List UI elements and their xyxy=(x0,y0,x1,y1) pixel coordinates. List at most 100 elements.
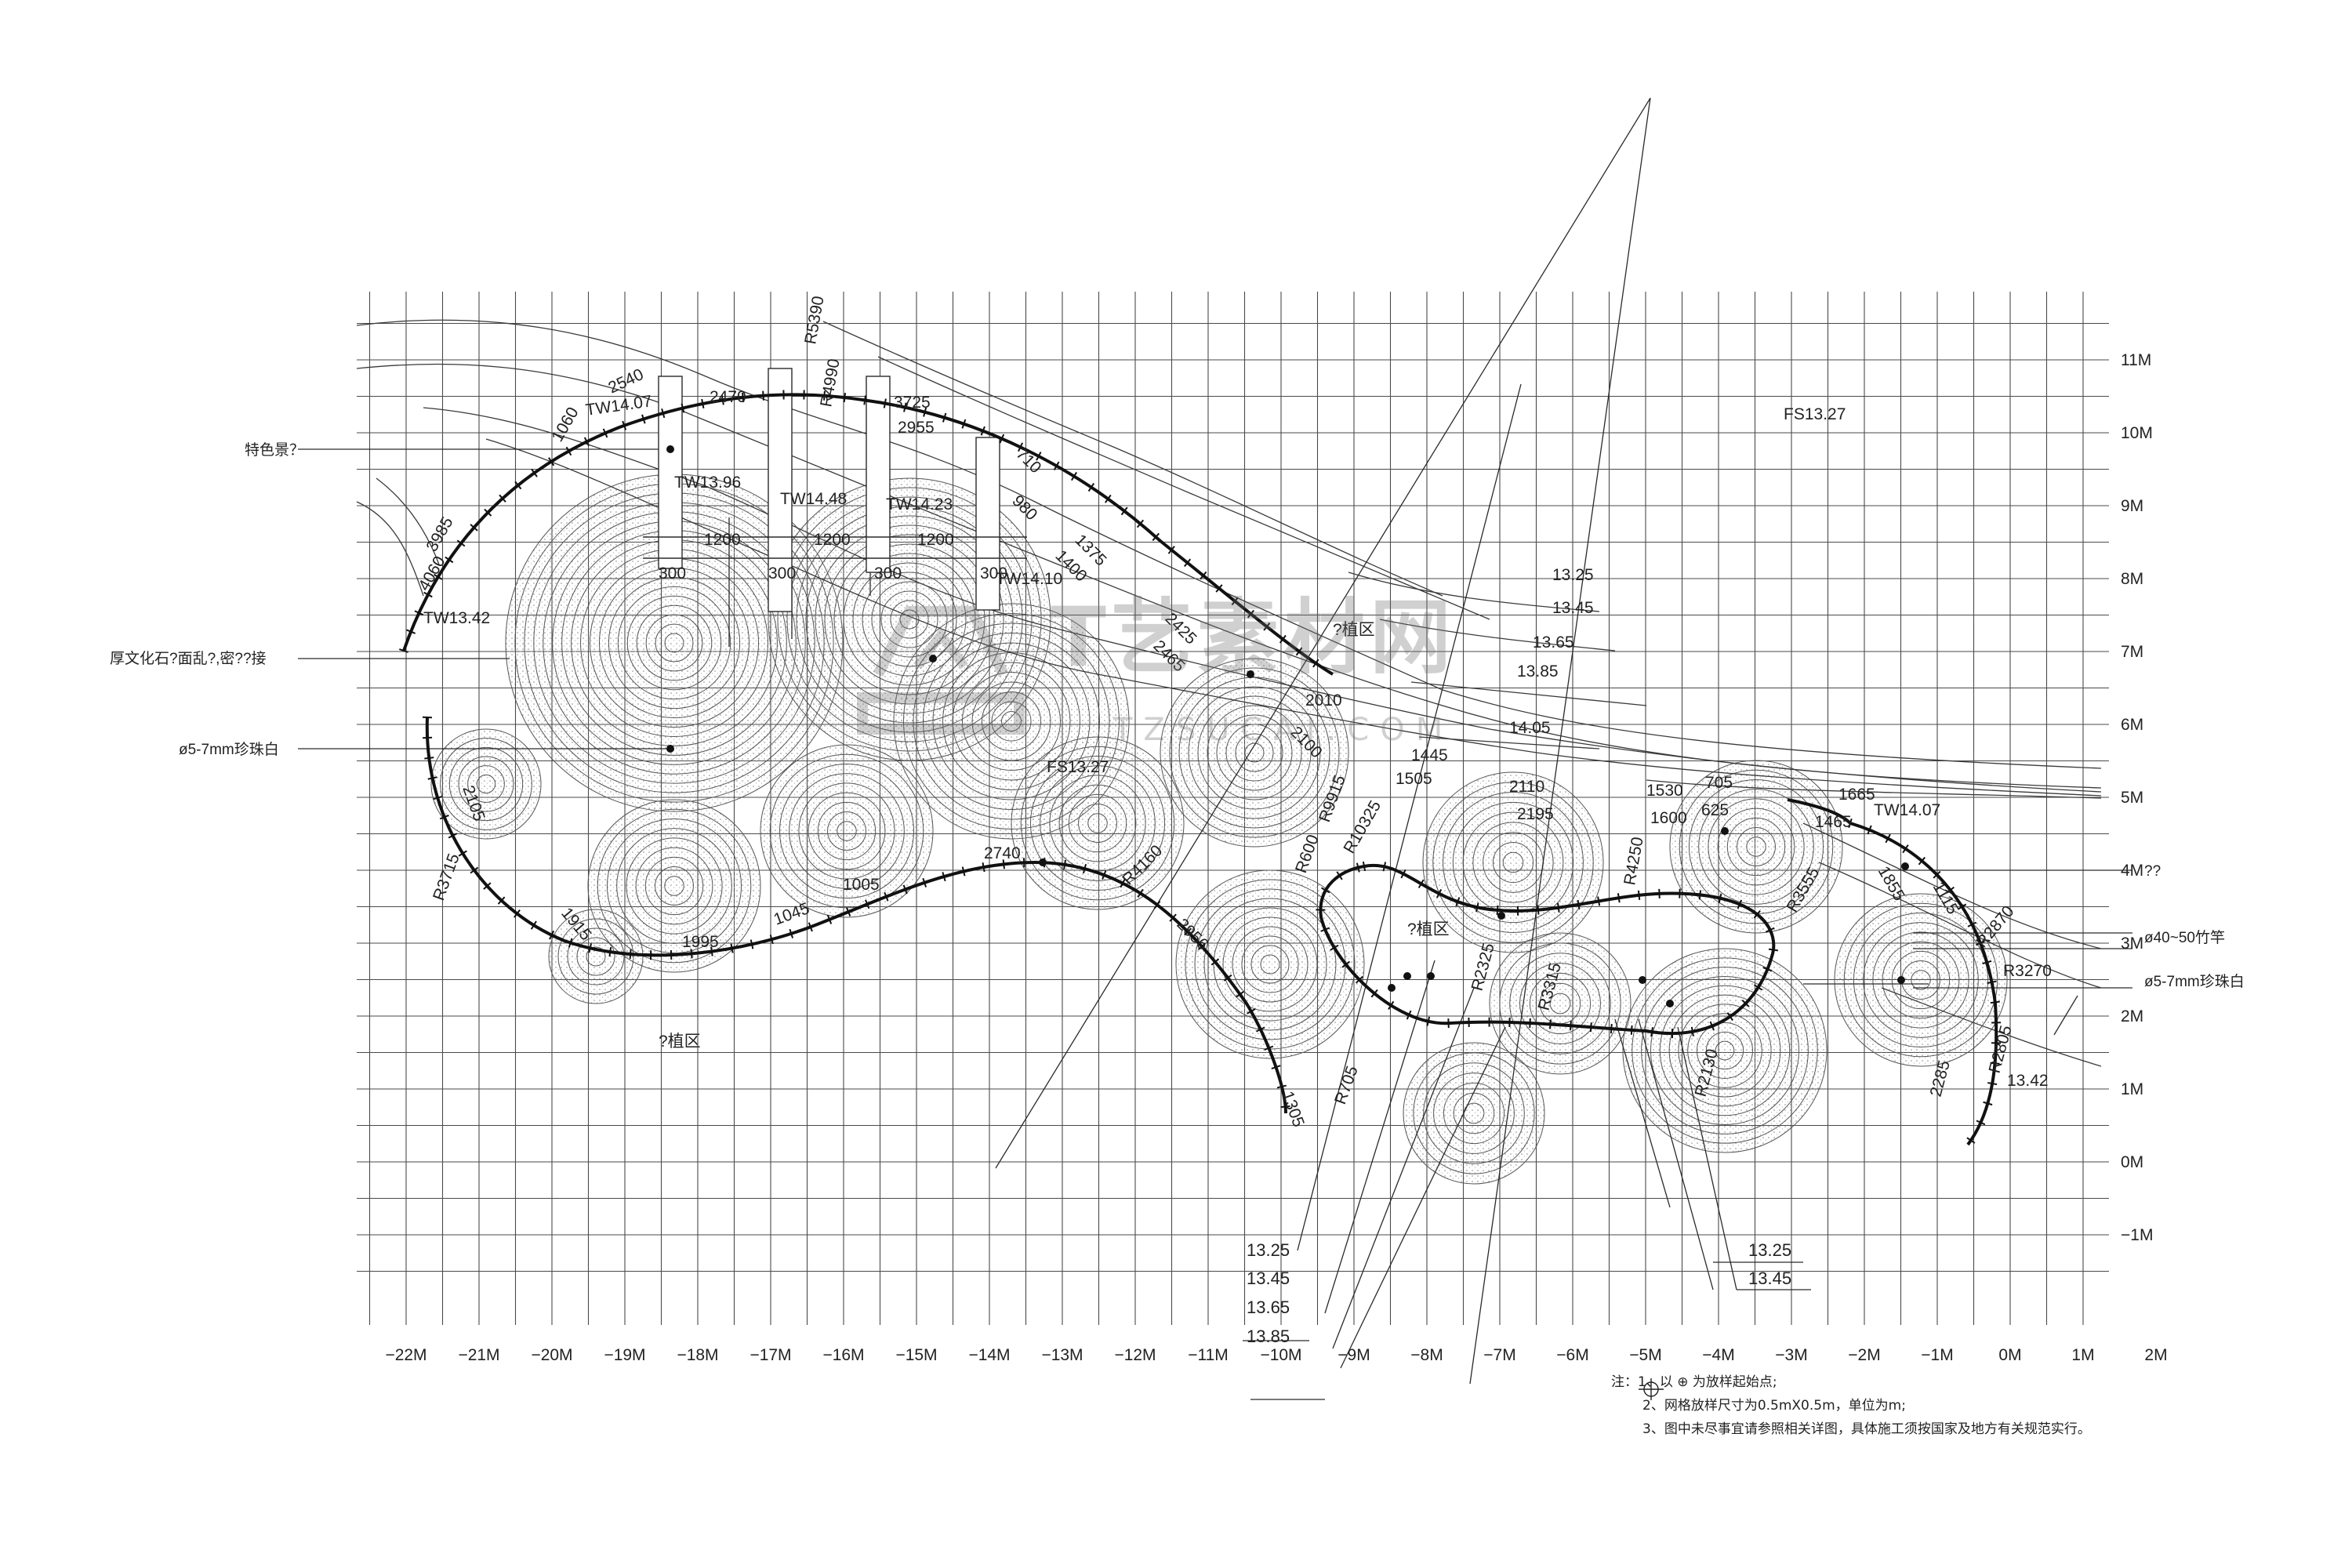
edge-tick xyxy=(942,872,946,882)
contour-ring xyxy=(1492,841,1534,884)
edge-tick xyxy=(1577,899,1581,909)
x-axis-label: −4M xyxy=(1702,1346,1734,1364)
edge-tick xyxy=(1184,927,1192,936)
x-axis-label: −12M xyxy=(1114,1346,1156,1364)
dimension-label: R10325 xyxy=(1340,797,1385,856)
contour-ring xyxy=(952,662,1071,781)
dimension-label: R3715 xyxy=(430,851,463,903)
contour-ring xyxy=(1020,746,1175,901)
dimension-label: 1465 xyxy=(1815,813,1852,831)
dimension-label: TW14.23 xyxy=(886,495,953,514)
edge-tick xyxy=(1975,940,1985,946)
callout-bl-3: 13.65 xyxy=(1247,1298,1290,1317)
note-1-suffix: 为放样起始点; xyxy=(1692,1374,1777,1390)
edge-tick xyxy=(1137,888,1144,898)
contour-ring xyxy=(1853,912,1989,1048)
contour-ring xyxy=(1413,1052,1535,1174)
note-1-prefix: 注：1、以 xyxy=(1611,1374,1673,1390)
edge-tick xyxy=(1271,1065,1281,1069)
edge-tick xyxy=(961,419,967,429)
contour-ring xyxy=(557,918,634,995)
contour-ring xyxy=(798,782,895,880)
dimension-label: R4990 xyxy=(817,358,843,408)
dimension-label: 3985 xyxy=(423,514,456,555)
edge-tick xyxy=(1726,1012,1733,1022)
contour-ring xyxy=(1549,993,1571,1014)
edge-tick xyxy=(583,437,590,447)
dimension-label: 4060 xyxy=(415,554,448,594)
edge-tick xyxy=(1120,506,1128,516)
dimension-label: 13.45 xyxy=(1552,599,1594,617)
edge-tick xyxy=(1388,1000,1395,1010)
planting-fill xyxy=(760,745,933,917)
dimension-label: 1045 xyxy=(771,899,812,929)
edge-tick xyxy=(762,390,764,401)
edge-tick xyxy=(769,935,774,945)
contour-ring xyxy=(827,811,866,851)
callout-right-2: ø40~50竹竿 xyxy=(2144,929,2225,946)
contour-ring xyxy=(1068,793,1127,853)
y-axis-label: 11M xyxy=(2121,351,2151,369)
edge-tick xyxy=(980,426,985,436)
edge-tick xyxy=(1223,974,1232,982)
callout-right-3: ø5-7mm珍珠白 xyxy=(2144,973,2245,990)
y-axis-label: 2M xyxy=(2121,1007,2143,1025)
edge-tick xyxy=(1753,910,1761,919)
edge-tick xyxy=(999,434,1005,444)
edge-tick xyxy=(1569,1021,1572,1031)
edge-tick xyxy=(1741,1000,1750,1007)
edge-tick xyxy=(1718,893,1722,903)
x-axis-label: −19M xyxy=(604,1346,645,1364)
edge-tick xyxy=(1549,1019,1552,1029)
axis-labels: −22M−21M−20M−19M−18M−17M−16M−15M−14M−13M… xyxy=(385,351,2167,1364)
dimension-label: TW14.48 xyxy=(780,490,847,508)
dimension-label: 13.65 xyxy=(1533,633,1574,652)
y-axis-label: 3M xyxy=(2121,935,2143,953)
edge-tick xyxy=(1070,471,1077,481)
dimension-label: 300 xyxy=(980,564,1007,583)
contour-ring xyxy=(645,614,703,672)
dimension-label: 14.05 xyxy=(1509,719,1551,737)
dimension-label: 2470 xyxy=(710,388,746,406)
planting-fill xyxy=(1623,949,1827,1152)
contour-ring xyxy=(1241,935,1299,993)
edge-tick xyxy=(1987,980,1997,984)
y-axis-label: −1M xyxy=(2121,1226,2153,1244)
contour-ring xyxy=(817,801,877,861)
edge-tick xyxy=(681,403,685,413)
planting-fill xyxy=(549,909,643,1004)
dimension-label: 710 xyxy=(1012,445,1044,477)
edge-tick xyxy=(1255,1026,1265,1033)
planting-fill xyxy=(1011,737,1184,909)
contour-ring xyxy=(1225,724,1283,782)
dimension-label: 980 xyxy=(1008,492,1040,524)
contour-ring xyxy=(880,590,938,648)
x-axis-label: −9M xyxy=(1338,1346,1370,1364)
dimension-label: R4250 xyxy=(1621,836,1646,887)
contour-ring xyxy=(597,808,752,964)
contour-ring xyxy=(808,792,886,870)
planting-fill xyxy=(1670,760,1842,933)
x-axis-label: −13M xyxy=(1041,1346,1083,1364)
dimension-label: 2010 xyxy=(1305,691,1342,710)
edge-tick xyxy=(1102,870,1107,880)
y-axis-label: 9M xyxy=(2121,497,2143,515)
contour-ring xyxy=(1679,769,1834,924)
edge-tick xyxy=(1426,1016,1431,1026)
contour-ring xyxy=(448,746,524,822)
contour-ring xyxy=(1188,686,1321,819)
x-axis-label: −2M xyxy=(1848,1346,1880,1364)
contour-ring xyxy=(1169,667,1340,838)
planting-fill xyxy=(1160,659,1348,847)
edge-tick xyxy=(845,907,851,917)
edge-tick xyxy=(826,914,833,924)
edge-tick xyxy=(470,866,479,874)
edge-tick xyxy=(1589,1022,1592,1033)
edge-tick xyxy=(1312,659,1319,668)
contour-ring xyxy=(430,728,542,840)
edge-tick xyxy=(1247,609,1254,619)
contour-ring xyxy=(1001,711,1022,731)
edge-tick xyxy=(456,539,466,547)
edge-tick xyxy=(1867,825,1872,835)
